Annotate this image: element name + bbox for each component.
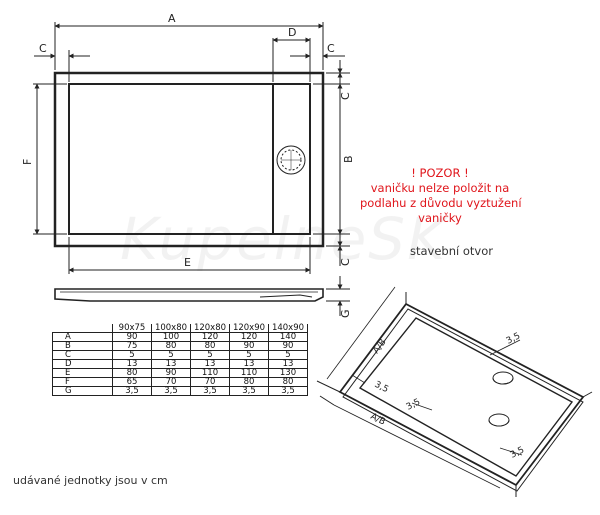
warning-line-2: vaničku nelze položit na: [370, 181, 510, 195]
row-label: D: [52, 359, 113, 369]
warning-line-4: vaničky: [418, 211, 462, 225]
label-d: D: [288, 26, 296, 39]
tray-inner-outline: [68, 83, 311, 235]
table-cell: 3,5: [190, 386, 230, 396]
label-35-1: 3,5: [505, 331, 522, 346]
label-b: B: [342, 155, 355, 163]
label-35-3: 3,5: [405, 397, 422, 412]
tray-section-profile: [54, 288, 324, 302]
warning-line-1: ! POZOR !: [411, 166, 469, 180]
label-35-4: 3,5: [509, 445, 526, 460]
table-row: F 65 70 70 80 80: [52, 377, 308, 387]
table-row: D 13 13 13 13 13: [52, 359, 308, 369]
table-row: G 3,5 3,5 3,5 3,5 3,5: [52, 386, 308, 396]
label-c-right-bottom: C: [339, 258, 352, 266]
row-label: F: [52, 377, 113, 387]
drain-outer: [276, 145, 306, 175]
table-cell: 3,5: [112, 386, 152, 396]
watermark: KupelneSK: [120, 205, 448, 273]
row-label: B: [52, 341, 113, 351]
table-cell: 3,5: [229, 386, 269, 396]
opening-outer: [338, 302, 585, 487]
label-e: E: [184, 256, 191, 269]
tray-outer-outline: [53, 71, 325, 248]
units-note: udávané jednotky jsou v cm: [13, 474, 168, 487]
opening-inner: [358, 317, 574, 477]
table-header-row: 90x75 100x80 120x80 120x90 140x90: [53, 324, 308, 333]
label-c-right-top: C: [339, 92, 352, 100]
table-cell: 3,5: [268, 386, 308, 396]
label-c-top-right: C: [327, 42, 335, 55]
opening-label: stavební otvor: [410, 244, 493, 258]
label-ab-bottom: A/B: [369, 412, 387, 428]
row-label: A: [52, 332, 113, 342]
table-row: E 80 90 110 110 130: [52, 368, 308, 378]
label-a: A: [168, 12, 176, 25]
label-35-2: 3,5: [373, 380, 390, 395]
label-c-top-left: C: [39, 42, 47, 55]
label-ab-top: A/B: [371, 338, 388, 356]
table-row: C 5 5 5 5 5: [52, 350, 308, 360]
dimensions-table: 90x75 100x80 120x80 120x90 140x90 A 90 1…: [52, 324, 308, 396]
table-row: B 75 80 80 90 90: [52, 341, 308, 351]
row-label: C: [52, 350, 113, 360]
label-g: G: [339, 309, 352, 318]
row-label: E: [52, 368, 113, 378]
row-label: G: [52, 386, 113, 396]
table-row: A 90 100 120 120 140: [52, 332, 308, 342]
warning-line-3: podlahu z důvodu vyztužení: [360, 196, 522, 210]
label-f: F: [21, 159, 34, 165]
warning-note: ! POZOR ! vaničku nelze položit na podla…: [360, 166, 522, 226]
table-cell: 3,5: [151, 386, 191, 396]
